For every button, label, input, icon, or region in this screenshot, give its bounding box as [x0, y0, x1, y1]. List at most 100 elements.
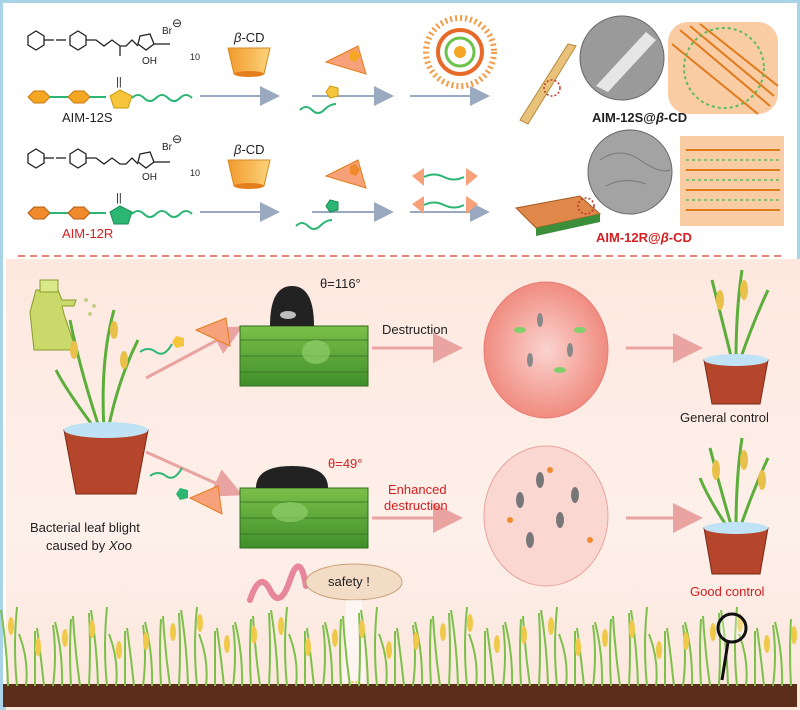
grass-blade — [36, 627, 45, 687]
good-control-label: Good control — [690, 584, 765, 599]
grass-blade — [234, 621, 244, 687]
grass-blade — [774, 621, 784, 687]
grass-blade — [288, 633, 298, 687]
rice-grain — [467, 614, 473, 632]
enhanced-line1: Enhanced — [388, 482, 447, 497]
grass-blade — [609, 618, 612, 687]
rice-grain — [170, 623, 176, 641]
aim12s-cd-label: AIM-12S@β-CD — [592, 110, 688, 125]
destruction-label: Destruction — [382, 322, 448, 337]
sem-image-fiber — [579, 15, 665, 101]
rice-grain — [143, 632, 149, 650]
rice-grain — [35, 638, 41, 656]
grass-blade — [592, 624, 596, 687]
grass-blade — [464, 606, 468, 687]
rice-grain — [494, 635, 500, 653]
contact-angle-49: θ=49° — [328, 456, 363, 471]
grass-blade — [450, 609, 459, 687]
sub10-row1: 10 — [190, 52, 201, 62]
rice-grain — [89, 620, 95, 638]
rice-grain — [359, 620, 365, 638]
spherical-micelle — [423, 15, 497, 89]
leaf-droplet-116 — [239, 286, 369, 387]
grass-blade — [268, 612, 271, 687]
rice-grain — [62, 629, 68, 647]
grass-blade — [554, 606, 558, 687]
contact-angle-116: θ=116° — [320, 276, 361, 291]
equivalence-row1: || — [116, 76, 122, 88]
grass-blade — [558, 633, 568, 687]
grass-blade — [252, 615, 261, 687]
grass-blade — [538, 612, 541, 687]
grass-blade — [630, 609, 639, 687]
grass-blade — [270, 609, 279, 687]
complex-on-lower-arrow — [149, 467, 223, 515]
rice-grain — [332, 629, 338, 647]
bacterial-cell-enhanced — [483, 445, 609, 587]
grass-blade — [142, 624, 146, 687]
aim12r-label: AIM-12R — [62, 226, 114, 241]
sub10-row2: 10 — [190, 168, 201, 178]
grass-blade — [682, 624, 686, 687]
rice-grain — [224, 635, 230, 653]
lamellar-model — [680, 136, 784, 226]
grass-blade — [432, 615, 441, 687]
rice-grain — [575, 638, 581, 656]
inclusion-complex-row1 — [299, 45, 367, 114]
rice-grain — [413, 632, 419, 650]
earthworm — [247, 563, 309, 603]
grass-blade — [414, 621, 424, 687]
bilayer-dimers — [412, 168, 478, 214]
grass-blade — [104, 606, 108, 687]
br-label-row2: Br — [162, 142, 172, 153]
rice-grain — [764, 635, 770, 653]
grass-blade — [52, 624, 56, 687]
grass-blade — [502, 624, 506, 687]
rice-plant-general — [703, 269, 770, 405]
azobenzene-structure-row1 — [27, 30, 170, 51]
diseased-rice-pot — [54, 309, 149, 495]
general-control-label: General control — [680, 410, 769, 425]
grass-blade — [522, 615, 531, 687]
sem-image-sheet — [587, 129, 673, 215]
beta-cd-label-row2: β-CD — [234, 142, 265, 157]
rice-grain — [791, 626, 797, 644]
rice-grain — [116, 641, 122, 659]
grass-blade — [126, 627, 135, 687]
grass-blade — [576, 627, 585, 687]
rice-grain — [8, 617, 14, 635]
rice-grain — [602, 629, 608, 647]
grass-blade — [612, 615, 621, 687]
rice-grain — [305, 638, 311, 656]
grass-blade — [108, 633, 118, 687]
rice-grain — [710, 623, 716, 641]
inclusion-complex-row2 — [295, 159, 367, 230]
equivalence-row2: || — [116, 192, 122, 204]
grass-blade — [322, 624, 326, 687]
grass-blade — [0, 609, 9, 687]
grass-blade — [162, 615, 171, 687]
beta-cd-cone-row2 — [227, 159, 271, 189]
grass-blade — [360, 609, 369, 687]
charge-row2: ⊖ — [172, 132, 183, 146]
grass-blade — [88, 612, 91, 687]
disease-line1: Bacterial leaf blight — [30, 520, 140, 535]
rice-grain — [629, 620, 635, 638]
rice-grain — [197, 614, 203, 632]
grass-blade — [358, 612, 361, 687]
magnifier-icon — [716, 612, 748, 681]
enhanced-line2: destruction — [384, 498, 448, 513]
grass-blade — [180, 609, 189, 687]
grass-blade — [396, 627, 405, 687]
grass-blade — [684, 621, 694, 687]
grass-blade — [644, 606, 648, 687]
charge-row1: ⊖ — [172, 16, 183, 30]
grass-blade — [14, 606, 18, 687]
disease-line2: caused by Xoo — [46, 538, 133, 553]
rice-field — [0, 606, 797, 707]
aim12r-cd-label: AIM-12R@β-CD — [596, 230, 692, 245]
grass-blade — [374, 606, 378, 687]
rice-plant-good — [698, 437, 770, 575]
